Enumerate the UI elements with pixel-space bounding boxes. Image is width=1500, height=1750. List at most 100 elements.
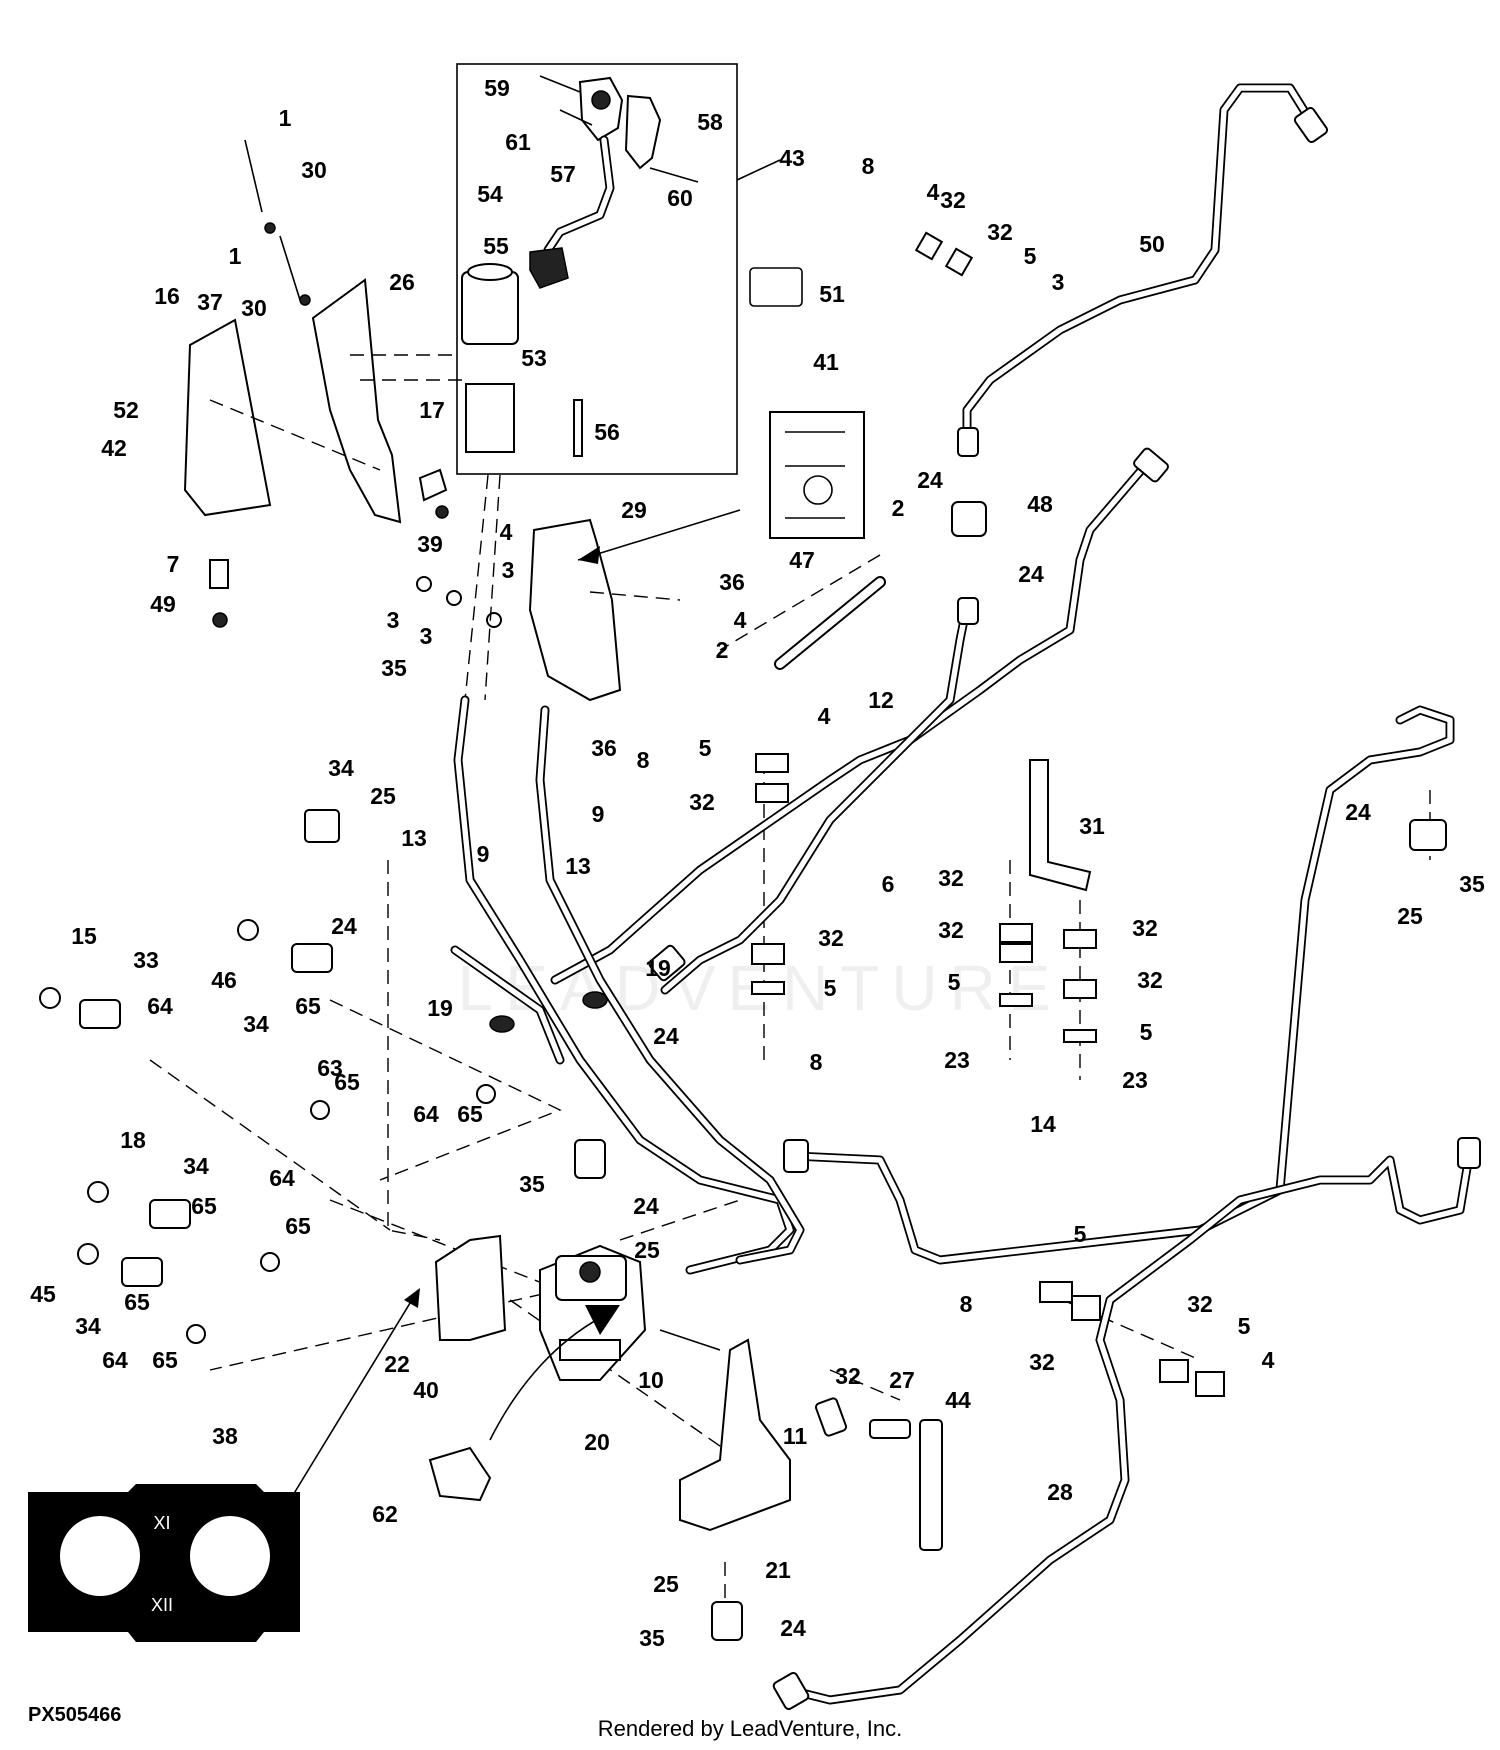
callout-label: 34 (183, 1153, 209, 1179)
dashed-leader (387, 860, 441, 1241)
dashed-leader (829, 1369, 901, 1401)
callout-label: 57 (550, 161, 576, 187)
inset-box (456, 63, 738, 475)
decal-39: XI XII (28, 1484, 300, 1642)
callout-label: 35 (519, 1171, 545, 1197)
fitting-28-bottom (772, 1671, 810, 1711)
callout-label: 24 (331, 913, 357, 939)
fitting-6 (1133, 447, 1169, 483)
tee-49 (951, 501, 987, 537)
callout-label: 65 (285, 1213, 311, 1239)
solenoid-34c (149, 1199, 191, 1229)
callout-label: 27 (889, 1367, 915, 1393)
callout-label: 6 (882, 871, 895, 897)
callout-label: 59 (484, 75, 510, 101)
clip-56 (529, 247, 569, 289)
callout-label: 5 (1074, 1221, 1087, 1247)
callout-label: 61 (505, 129, 531, 155)
callout-label: 4 (1262, 1347, 1275, 1373)
callout-label: 3 (502, 557, 515, 583)
fitting-top-49 (957, 427, 979, 457)
callout-label: 24 (917, 467, 943, 493)
callout-label: 45 (30, 1281, 56, 1307)
callout-label: 5 (1238, 1313, 1251, 1339)
link-45 (919, 1419, 943, 1551)
dashed-leader (484, 474, 501, 701)
callout-label: 65 (457, 1101, 483, 1127)
control-cables-13 (453, 695, 805, 1275)
callout-label: 4 (500, 519, 513, 545)
callout-label: 64 (413, 1101, 439, 1127)
cap-47 (237, 919, 259, 941)
callout-label: 46 (211, 967, 237, 993)
callout-label: 24 (633, 1193, 659, 1219)
callout-label: 24 (1018, 561, 1044, 587)
callout-label: 35 (1459, 871, 1485, 897)
callout-label: 35 (381, 655, 407, 681)
callout-label: 34 (243, 1011, 269, 1037)
callout-label: 51 (819, 281, 845, 307)
callout-label: 43 (779, 145, 805, 171)
callout-label: 32 (689, 789, 715, 815)
elbow-35c (1409, 819, 1447, 851)
callout-label: 32 (940, 187, 966, 213)
solenoid-34d (121, 1257, 163, 1287)
leader-44 (736, 159, 781, 181)
callout-label: 32 (1187, 1291, 1213, 1317)
bracket-22 (434, 1234, 507, 1341)
arrow-42-to-29 (577, 509, 741, 561)
callout-label: 32 (938, 917, 964, 943)
callout-label: 58 (697, 109, 723, 135)
callout-label: 34 (328, 755, 354, 781)
callout-label: 4 (927, 179, 940, 205)
callout-label: 8 (810, 1049, 823, 1075)
callout-label: 65 (124, 1289, 150, 1315)
hose-48 (774, 576, 886, 670)
diagram-id: PX505466 (28, 1704, 122, 1726)
callout-label: 18 (120, 1127, 146, 1153)
knob-cover-part (624, 94, 662, 170)
callout-label: 2 (892, 495, 905, 521)
arrow-head (404, 1288, 420, 1308)
fitting-12 (648, 944, 686, 982)
callout-label: 15 (71, 923, 97, 949)
solenoid-34a (79, 999, 121, 1029)
callout-label: 55 (483, 233, 509, 259)
washer-30b (299, 294, 311, 306)
callout-label: 2 (716, 637, 729, 663)
fitting-bottom-49 (957, 597, 979, 625)
callout-label: 64 (102, 1347, 128, 1373)
callout-label: 33 (133, 947, 159, 973)
callout-label: 20 (584, 1429, 610, 1455)
arrow-head (578, 546, 600, 564)
callout-label: 52 (113, 397, 139, 423)
dashed-leader (464, 474, 489, 701)
callout-label: 56 (594, 419, 620, 445)
dashed-leader (209, 399, 381, 471)
cap-15 (39, 987, 61, 1009)
callout-label: 4 (818, 703, 831, 729)
callout-label: 60 (667, 185, 693, 211)
screw-62 (559, 109, 593, 126)
cap-46 (77, 1243, 99, 1265)
callout-label: 42 (101, 435, 127, 461)
clip-17 (418, 468, 448, 502)
callout-label: 8 (637, 747, 650, 773)
callout-label: 32 (1029, 1349, 1055, 1375)
knob-pivot (591, 90, 611, 110)
nut-50 (212, 612, 228, 628)
lever-rod-55-inner (545, 137, 613, 253)
bolt-10 (659, 1329, 721, 1351)
callout-label: 39 (417, 531, 443, 557)
callout-label: 32 (818, 925, 844, 951)
cap-18 (87, 1181, 109, 1203)
grommet-19b (582, 991, 608, 1009)
callout-label: 19 (427, 995, 453, 1021)
bolt-27 (869, 1419, 911, 1439)
tube-6 (550, 455, 1155, 985)
callout-label: 17 (419, 397, 445, 423)
boot-56-top (467, 263, 513, 281)
callout-label: 48 (1027, 491, 1053, 517)
washer-30a (264, 222, 276, 234)
